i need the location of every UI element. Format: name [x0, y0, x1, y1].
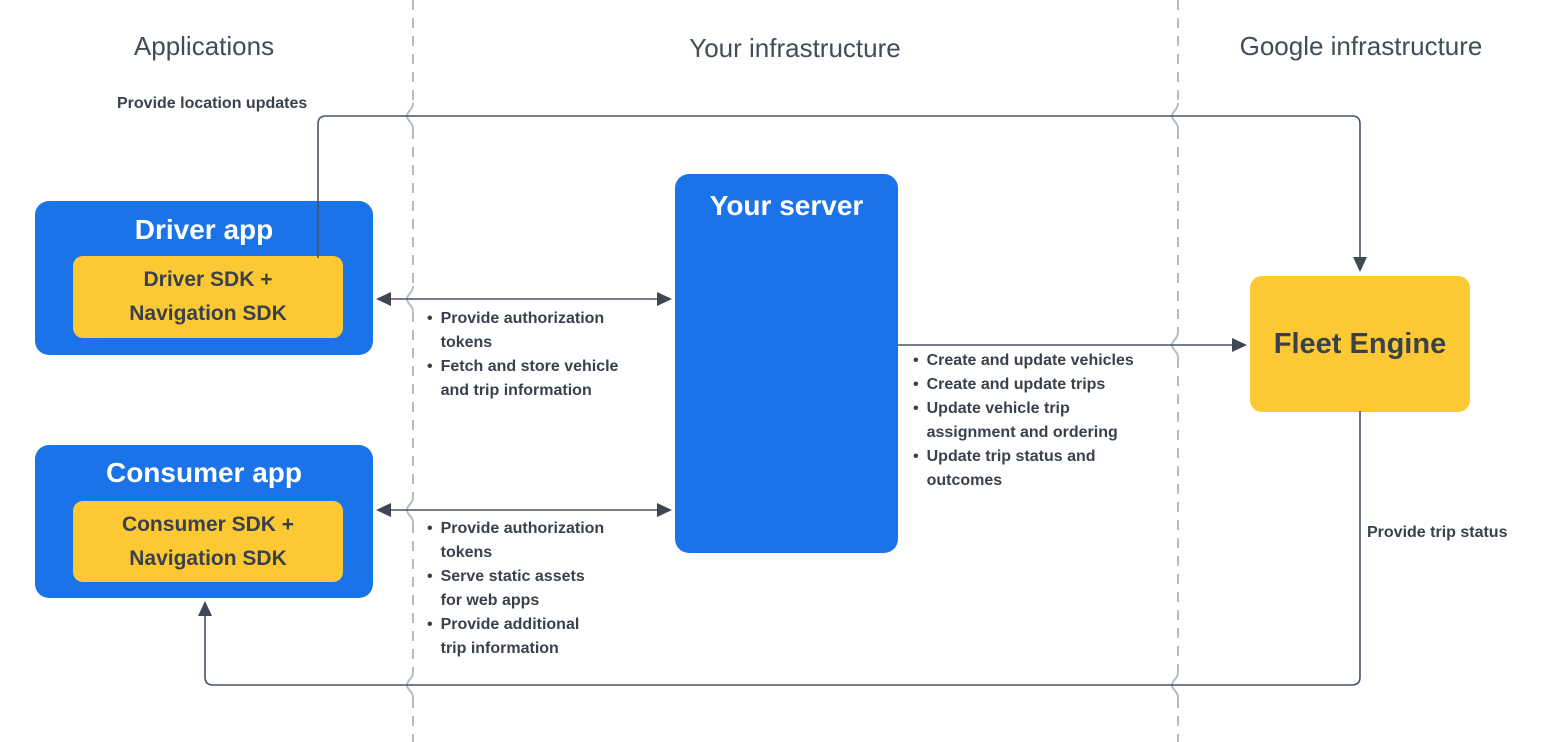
your-server-title: Your server: [709, 190, 864, 221]
list-item: • Serve static assets for web apps: [427, 565, 604, 613]
arrowhead-up-icon: [198, 601, 212, 616]
consumer-app-title: Consumer app: [105, 457, 303, 488]
driver-sdk-box: Driver SDK + Navigation SDK: [73, 256, 343, 338]
fleet-engine-title: Fleet Engine: [1273, 327, 1447, 360]
line-hop: [405, 671, 414, 699]
column-header-applications: Applications: [133, 31, 275, 61]
provide-location-updates-label: Provide location updates: [117, 95, 308, 112]
column-divider-right: [1170, 0, 1179, 742]
column-header-google-infrastructure: Google infrastructure: [1239, 31, 1483, 61]
line-hop: [405, 496, 414, 524]
bullet-dot: •: [913, 352, 919, 369]
bullet-dot: •: [427, 616, 433, 633]
connector-driver-server: [376, 292, 672, 306]
arrowhead-down-icon: [1353, 257, 1367, 272]
line-hop: [1170, 102, 1179, 130]
bullet-dot: •: [427, 520, 433, 537]
driver-server-list: • Provide authorization tokens • Fetch a…: [427, 307, 618, 403]
bullet-dot: •: [913, 400, 919, 417]
arrowhead-right-icon: [1232, 338, 1247, 352]
list-item: • Create and update vehicles: [913, 349, 1134, 373]
your-server-node: Your server: [675, 174, 898, 553]
line-hop: [405, 102, 414, 130]
arrowhead-right-icon: [657, 503, 672, 517]
provide-trip-status-label: Provide trip status: [1367, 524, 1508, 541]
line-hop: [1170, 331, 1179, 359]
column-header-your-infrastructure: Your infrastructure: [689, 33, 901, 63]
fleet-engine-node: Fleet Engine: [1250, 276, 1470, 412]
bullet-dot: •: [427, 358, 433, 375]
server-fleet-list: • Create and update vehicles • Create an…: [913, 349, 1134, 493]
list-item: • Fetch and store vehicle and trip infor…: [427, 355, 618, 403]
list-item: • Provide authorization tokens: [427, 307, 618, 355]
consumer-app-node: Consumer app Consumer SDK + Navigation S…: [35, 445, 373, 598]
bullet-dot: •: [913, 448, 919, 465]
list-item: • Provide additional trip information: [427, 613, 604, 661]
line-hop: [405, 285, 414, 313]
line-hop: [1170, 671, 1179, 699]
arrowhead-right-icon: [657, 292, 672, 306]
list-item: • Provide authorization tokens: [427, 517, 604, 565]
column-divider-left: [405, 0, 414, 742]
bullet-dot: •: [913, 376, 919, 393]
arrowhead-left-icon: [376, 503, 391, 517]
consumer-sdk-box: Consumer SDK + Navigation SDK: [73, 501, 343, 582]
connector-consumer-server: [376, 503, 672, 517]
arrowhead-left-icon: [376, 292, 391, 306]
driver-app-node: Driver app Driver SDK + Navigation SDK: [35, 201, 373, 355]
driver-app-title: Driver app: [134, 214, 274, 245]
consumer-server-list: • Provide authorization tokens • Serve s…: [427, 517, 604, 661]
list-item: • Update trip status and outcomes: [913, 445, 1134, 493]
list-item: • Update vehicle trip assignment and ord…: [913, 397, 1134, 445]
bullet-dot: •: [427, 568, 433, 585]
bullet-dot: •: [427, 310, 433, 327]
list-item: • Create and update trips: [913, 373, 1134, 397]
